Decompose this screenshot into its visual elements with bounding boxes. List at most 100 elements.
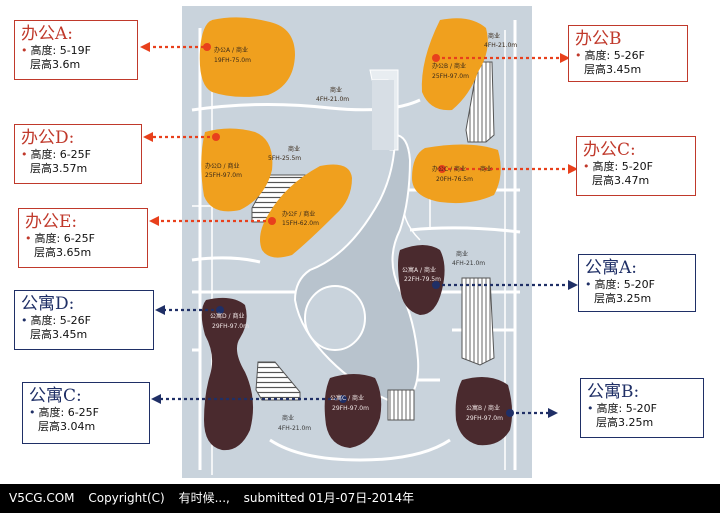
plan-text-retail-bottom-sub: 4FH-21.0m	[278, 425, 311, 432]
plan-text-apt-a-retail: 商业	[456, 250, 468, 258]
label-office-b-title: 办公B	[575, 29, 622, 49]
building-office-b	[421, 18, 488, 111]
label-office-c-floor: 层高3.47m	[592, 174, 650, 187]
apt-d-dot	[216, 306, 224, 314]
office-e-dot	[268, 217, 276, 225]
label-apt-d-floor: 层高3.45m	[30, 328, 88, 341]
apt-callout-heads	[151, 280, 578, 418]
plan-text-apt-d-sub: 29FH-97.0m	[212, 323, 249, 330]
label-office-b-floor: 层高3.45m	[584, 63, 642, 76]
label-office-d-title: 办公D:	[21, 128, 75, 148]
label-office-a: 办公A: 高度: 5-19F 层高3.6m	[14, 20, 138, 80]
building-apt-b	[455, 376, 513, 446]
building-apt-d	[201, 297, 254, 451]
plaza-pond	[304, 285, 366, 351]
plan-text-retail-bottom: 商业	[282, 414, 294, 422]
plan-text-apt-a: 公寓A / 商业	[402, 266, 436, 274]
office-a-dot	[203, 43, 211, 51]
label-apt-b-floor: 层高3.25m	[596, 416, 654, 429]
label-apt-b-height: 高度: 5-20F	[587, 402, 697, 416]
footer-bar: V5CG.COM Copyright(C) 有时候..., submitted …	[0, 484, 720, 513]
label-office-d-floor: 层高3.57m	[30, 162, 88, 175]
label-apt-c: 公寓C: 高度: 6-25F 层高3.04m	[22, 382, 150, 444]
plan-text-office-b-retail: 商业	[488, 32, 500, 40]
label-apt-d-height: 高度: 5-26F	[21, 314, 147, 328]
building-office-d	[201, 128, 273, 212]
apt-b-dot	[506, 409, 514, 417]
office-e-arrowhead	[149, 216, 159, 226]
footer-submitted: submitted 01月-07日-2014年	[243, 491, 415, 505]
label-office-c-title: 办公C:	[583, 140, 636, 160]
plan-text-office-d-retail: 商业	[288, 145, 300, 153]
apt-d-arrowhead	[155, 305, 165, 315]
plan-text-office-b-retail-sub: 4FH-21.0m	[484, 42, 517, 49]
label-apt-a-title: 公寓A:	[585, 258, 638, 278]
label-office-a-title: 办公A:	[21, 24, 74, 44]
apt-a-arrowhead	[568, 280, 578, 290]
plan-text-apt-b-sub: 29FH-97.0m	[466, 415, 503, 422]
office-d-dot	[212, 133, 220, 141]
label-office-a-height: 高度: 5-19F	[21, 44, 131, 58]
label-office-c: 办公C: 高度: 5-20F 层高3.47m	[576, 136, 696, 196]
plan-text-apt-c: 公寓C / 商业	[330, 394, 364, 402]
plan-text-retail-top: 商业	[330, 86, 342, 94]
label-apt-c-height: 高度: 6-25F	[29, 406, 143, 420]
building-office-e	[260, 164, 352, 258]
office-callout-heads	[140, 42, 578, 226]
plan-text-office-b: 办公B / 商业	[432, 62, 466, 70]
office-a-arrowhead	[140, 42, 150, 52]
label-office-d: 办公D: 高度: 6-25F 层高3.57m	[14, 124, 142, 184]
plan-text-office-e-sub: 15FH-62.0m	[282, 220, 319, 227]
plan-text-retail-top-sub: 4FH-21.0m	[316, 96, 349, 103]
footer-copyright: Copyright(C)	[88, 491, 165, 505]
label-office-b-height: 高度: 5-26F	[575, 49, 681, 63]
plan-text-apt-c-sub: 29FH-97.0m	[332, 405, 369, 412]
office-c-dot	[438, 165, 446, 173]
hatched-structure-apt-a	[461, 277, 495, 366]
label-office-e: 办公E: 高度: 6-25F 层高3.65m	[18, 208, 148, 268]
label-apt-a-height: 高度: 5-20F	[585, 278, 689, 292]
label-apt-d-title: 公寓D:	[21, 294, 75, 314]
plan-text-office-b-sub: 25FH-97.0m	[432, 73, 469, 80]
label-apt-b: 公寓B: 高度: 5-20F 层高3.25m	[580, 378, 704, 438]
plan-text-office-e: 办公F / 商业	[282, 210, 315, 218]
plan-text-apt-d: 公寓D / 商业	[210, 312, 244, 320]
plan-text-office-a: 办公A / 商业	[214, 46, 248, 54]
building-office-c	[412, 144, 501, 204]
label-office-e-floor: 层高3.65m	[34, 246, 92, 259]
label-office-b: 办公B 高度: 5-26F 层高3.45m	[568, 25, 688, 82]
label-office-d-height: 高度: 6-25F	[21, 148, 135, 162]
label-office-c-height: 高度: 5-20F	[583, 160, 689, 174]
label-apt-d: 公寓D: 高度: 5-26F 层高3.45m	[14, 290, 154, 350]
office-d-arrowhead	[143, 132, 153, 142]
apt-a-dot	[432, 281, 440, 289]
building-apt-c	[324, 374, 382, 448]
plan-text-office-d-sub: 25FH-97.0m	[205, 172, 242, 179]
hatched-structure-b	[465, 61, 495, 143]
apt-callouts	[160, 283, 568, 415]
office-b-arrowhead	[560, 53, 570, 63]
apt-c-arrowhead	[151, 394, 161, 404]
label-apt-c-title: 公寓C:	[29, 386, 82, 406]
footer-author: 有时候...,	[178, 491, 230, 505]
label-apt-c-floor: 层高3.04m	[38, 420, 96, 433]
north-walkway-strip	[372, 80, 394, 150]
footer-site: V5CG.COM	[9, 491, 75, 505]
office-callouts	[150, 45, 568, 223]
label-apt-b-title: 公寓B:	[587, 382, 640, 402]
plan-text-office-c-retail: 商业	[480, 165, 492, 173]
label-apt-a-floor: 层高3.25m	[594, 292, 652, 305]
apt-b-arrowhead	[548, 408, 558, 418]
plan-text-office-a-sub: 19FH-75.0m	[214, 57, 251, 64]
label-office-e-height: 高度: 6-25F	[25, 232, 141, 246]
building-office-a	[199, 17, 295, 97]
plan-text-office-c-sub: 20FH-76.5m	[436, 176, 473, 183]
plan-text-apt-b: 公寓B / 商业	[466, 404, 500, 412]
label-apt-a: 公寓A: 高度: 5-20F 层高3.25m	[578, 254, 696, 312]
plan-text-office-d: 办公D / 商业	[205, 162, 239, 170]
label-office-e-title: 办公E:	[25, 212, 78, 232]
plan-text-office-d-retail-sub: 5FH-25.5m	[268, 155, 301, 162]
plan-text-office-c: 办公C / 商业	[432, 165, 466, 173]
